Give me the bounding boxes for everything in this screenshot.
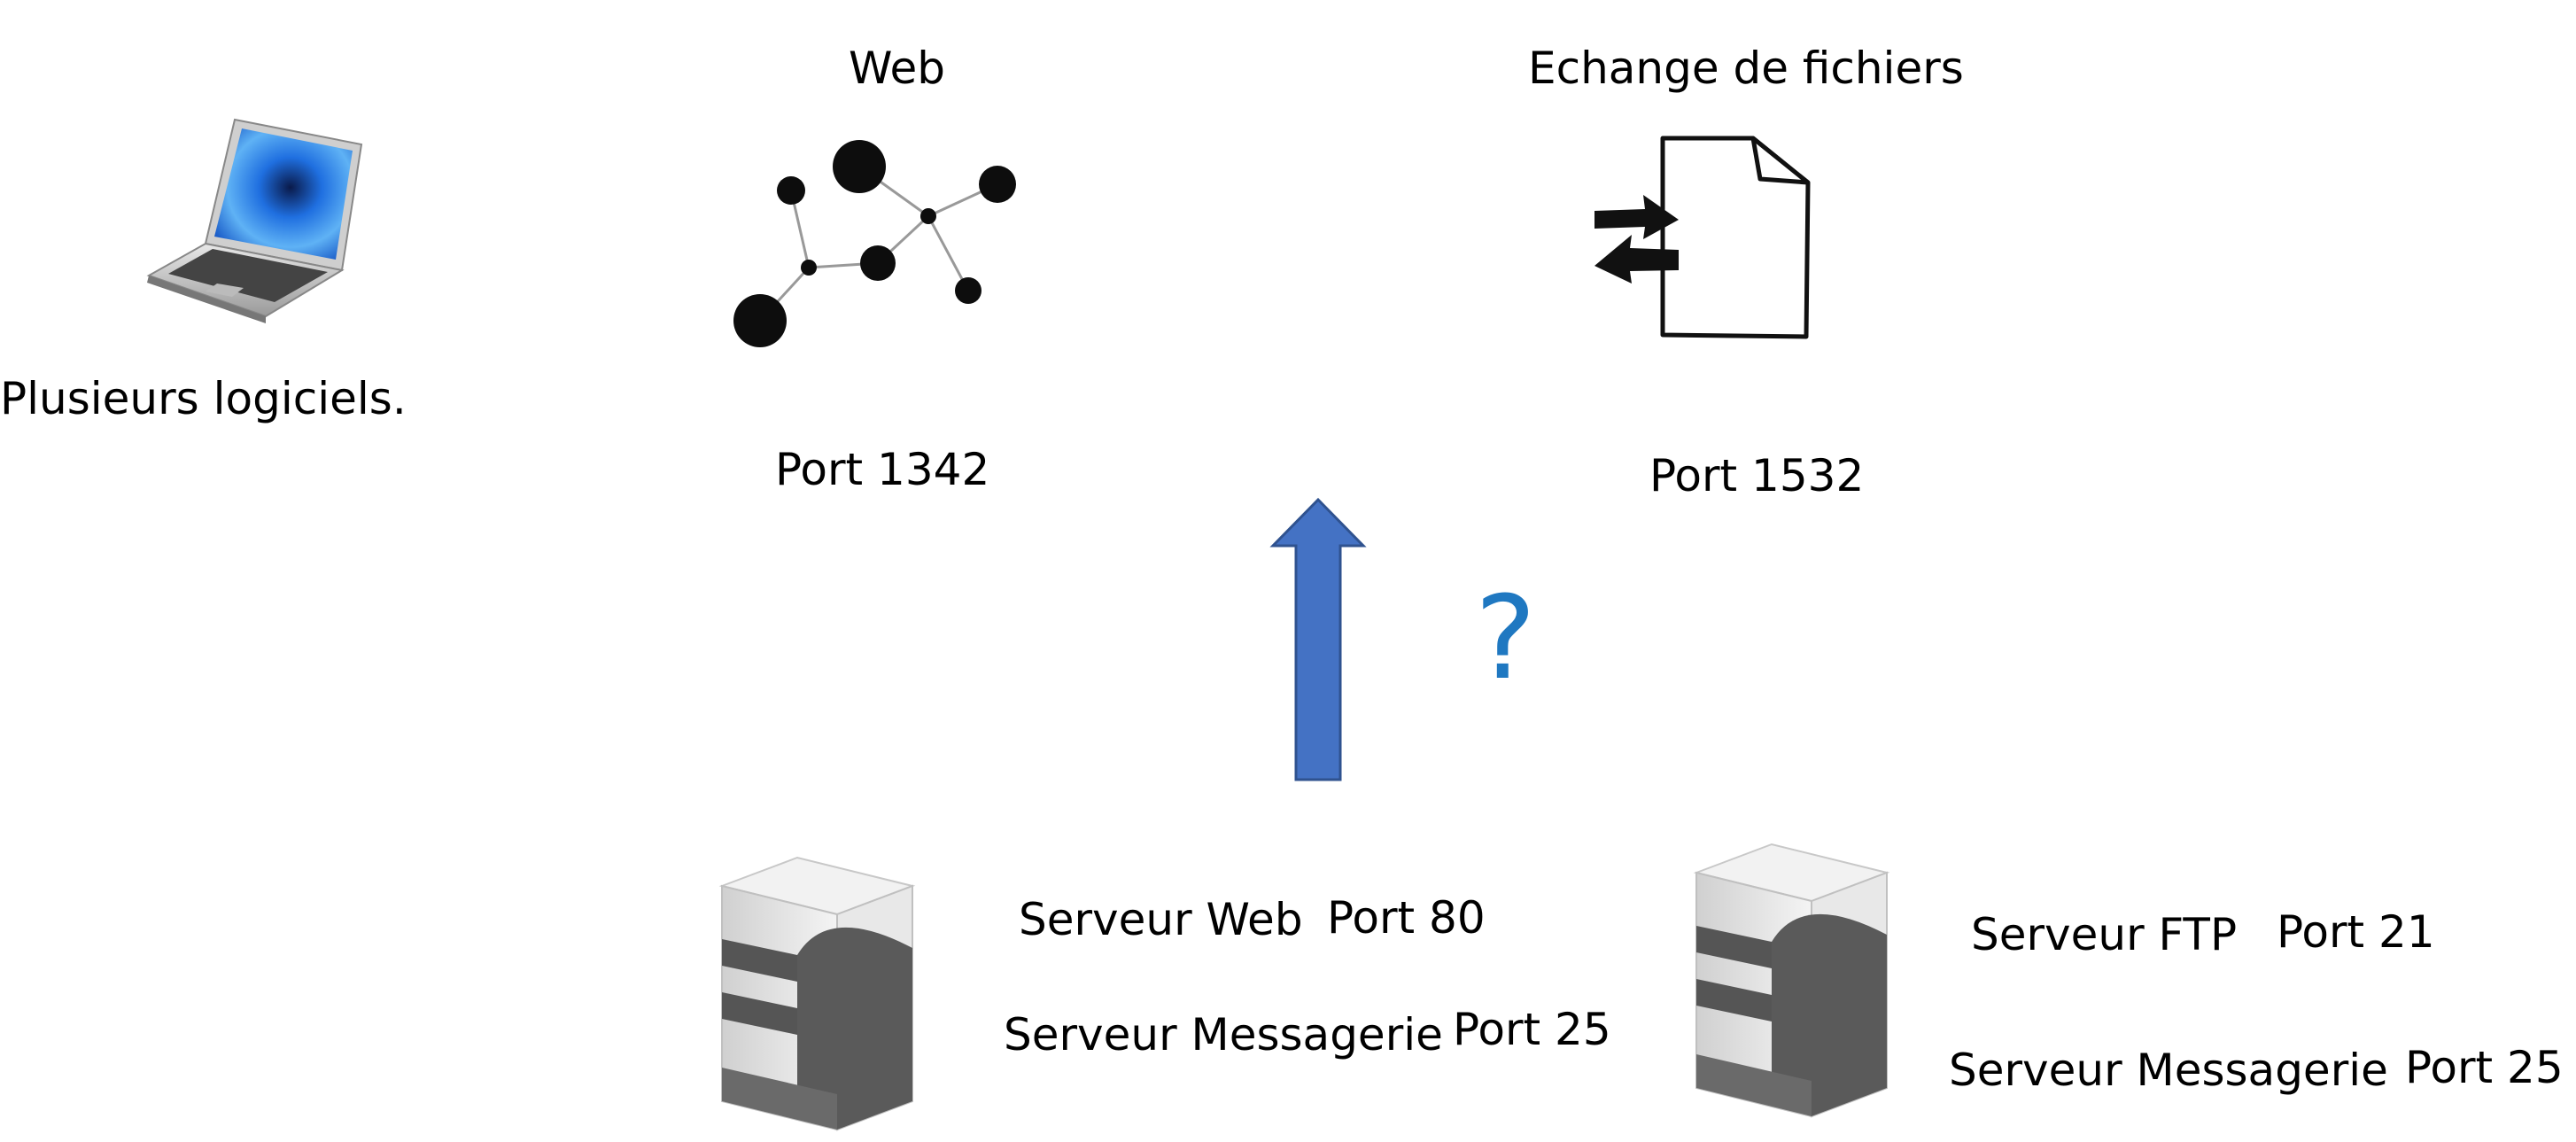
client-caption: Plusieurs logiciels. <box>0 373 407 424</box>
question-mark: ? <box>1475 571 1536 705</box>
server2-service1-port: Port 21 <box>2277 906 2435 958</box>
files-title: Echange de fichiers <box>1528 43 1964 94</box>
server-icon-2 <box>1688 837 1891 1121</box>
network-graph-icon <box>725 133 1026 354</box>
laptop-icon <box>133 102 390 323</box>
server2-service1-name: Serveur FTP <box>1971 909 2238 960</box>
server1-service2-port: Port 25 <box>1453 1004 1611 1055</box>
up-arrow <box>1269 496 1367 784</box>
server2-service2-port: Port 25 <box>2405 1042 2564 1093</box>
web-title: Web <box>849 43 946 94</box>
server-icon-1 <box>713 851 917 1134</box>
file-transfer-icon <box>1590 133 1820 346</box>
server1-service2-name: Serveur Messagerie <box>1004 1009 1443 1060</box>
web-port: Port 1342 <box>775 444 990 495</box>
files-port: Port 1532 <box>1649 450 1865 501</box>
server1-service1-name: Serveur Web <box>1019 894 1303 945</box>
server1-service1-port: Port 80 <box>1327 892 1486 944</box>
server2-service2-name: Serveur Messagerie <box>1949 1045 2388 1096</box>
